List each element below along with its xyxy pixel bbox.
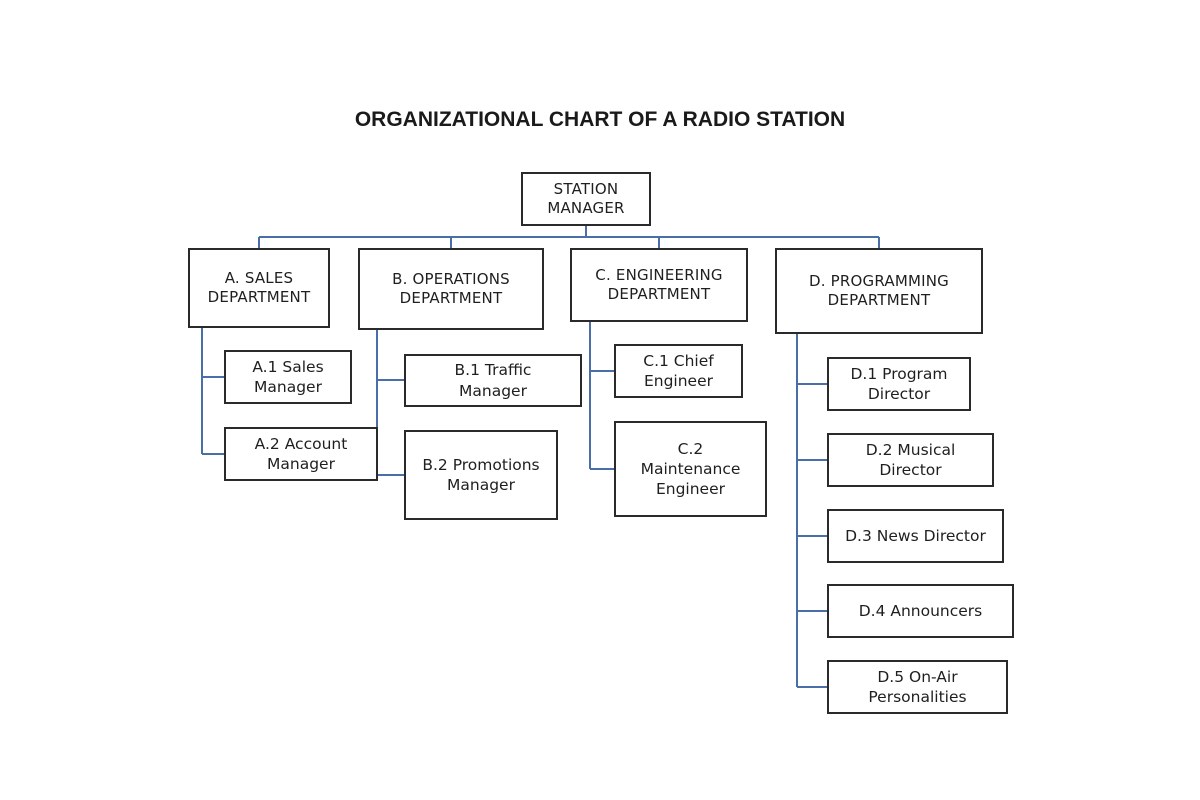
programming-department-box: D. PROGRAMMING DEPARTMENT	[775, 248, 983, 334]
maintenance-engineer-box: C.2 Maintenance Engineer	[614, 421, 767, 517]
account-manager-box: A.2 Account Manager	[224, 427, 378, 481]
sales-manager-box: A.1 Sales Manager	[224, 350, 352, 404]
chart-title: ORGANIZATIONAL CHART OF A RADIO STATION	[354, 108, 846, 131]
station-manager-box: STATION MANAGER	[521, 172, 651, 226]
news-director-box: D.3 News Director	[827, 509, 1004, 563]
sales-department-box: A. SALES DEPARTMENT	[188, 248, 330, 328]
operations-department-box: B. OPERATIONS DEPARTMENT	[358, 248, 544, 330]
on-air-personalities-box: D.5 On-Air Personalities	[827, 660, 1008, 714]
musical-director-box: D.2 Musical Director	[827, 433, 994, 487]
chief-engineer-box: C.1 Chief Engineer	[614, 344, 743, 398]
announcers-box: D.4 Announcers	[827, 584, 1014, 638]
promotions-manager-box: B.2 Promotions Manager	[404, 430, 558, 520]
program-director-box: D.1 Program Director	[827, 357, 971, 411]
traffic-manager-box: B.1 Traffic Manager	[404, 354, 582, 407]
engineering-department-box: C. ENGINEERING DEPARTMENT	[570, 248, 748, 322]
